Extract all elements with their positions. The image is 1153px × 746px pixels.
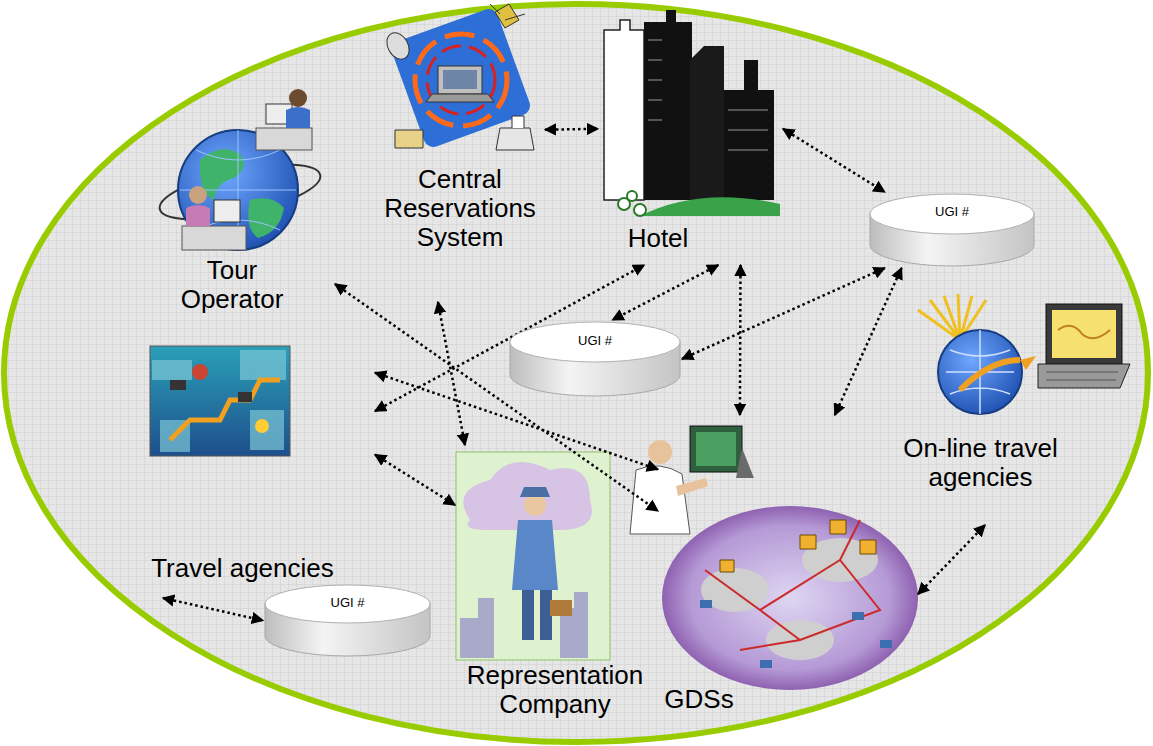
database-label: UGI # bbox=[868, 205, 1036, 220]
online-agency-icon bbox=[918, 294, 1130, 414]
hotel-icon bbox=[604, 10, 780, 216]
dotted-connector bbox=[835, 268, 902, 415]
online-agency-icon-part bbox=[938, 330, 1022, 414]
database-node: UGI # bbox=[868, 192, 1036, 268]
reservation-network-icon-part bbox=[395, 130, 423, 148]
online-agency-icon-part bbox=[1046, 372, 1118, 380]
actor-label: Tour Operator bbox=[162, 256, 302, 314]
database-label: UGI # bbox=[263, 596, 432, 611]
hotel-icon-part bbox=[690, 46, 724, 200]
gds-network-icon-part bbox=[676, 478, 708, 496]
dotted-connector bbox=[739, 265, 742, 415]
gds-network-icon-part bbox=[720, 520, 876, 572]
database-node: UGI # bbox=[508, 320, 682, 398]
tour-operator-icon-part bbox=[289, 89, 307, 107]
tour-operator-icon-part bbox=[182, 226, 246, 250]
actor-node: Tour Operator bbox=[150, 80, 335, 335]
actor-label: GDSs bbox=[654, 685, 744, 714]
reservation-network-icon-part bbox=[490, 4, 525, 28]
tour-operator-icon-part bbox=[286, 107, 310, 128]
hotel-icon-part bbox=[627, 191, 637, 201]
dotted-connector bbox=[918, 525, 985, 594]
dotted-connector bbox=[375, 455, 455, 505]
online-agency-icon-part bbox=[960, 360, 1020, 390]
travel-agency-picture-part bbox=[170, 380, 280, 440]
gds-network-icon-part bbox=[705, 520, 880, 650]
tour-operator-icon-part bbox=[186, 205, 210, 226]
representation-picture-part bbox=[522, 590, 552, 640]
travel-agency-picture-part bbox=[255, 419, 269, 433]
database-cylinder bbox=[508, 320, 682, 398]
gds-network-icon-part bbox=[690, 426, 742, 472]
travel-agency-picture-part bbox=[170, 380, 252, 402]
actor-label: Central Reservations System bbox=[375, 165, 545, 252]
representation-picture-part bbox=[524, 494, 546, 516]
database-label: UGI # bbox=[508, 334, 682, 349]
tour-operator-icon-part bbox=[248, 198, 284, 238]
actor-node: Central Reservations System bbox=[375, 5, 545, 302]
hotel-icon-part bbox=[634, 204, 646, 216]
online-agency-icon-part bbox=[1058, 326, 1110, 338]
travel-agency-picture-part bbox=[152, 350, 286, 452]
gds-network-icon-part bbox=[648, 440, 672, 464]
actor-label: On-line travel agencies bbox=[878, 434, 1083, 492]
reservation-network-icon-part bbox=[382, 29, 413, 63]
travel-agency-picture-part bbox=[192, 364, 208, 380]
gds-network-icon-part bbox=[696, 432, 736, 466]
database-node: UGI # bbox=[263, 583, 432, 658]
database-cylinder bbox=[263, 583, 432, 658]
reservation-network-icon-part bbox=[415, 34, 507, 126]
actor-node: Hotel bbox=[598, 8, 783, 265]
travel-agency-picture-part bbox=[150, 346, 290, 456]
gds-network-icon-part bbox=[662, 506, 918, 690]
actor-node: GDSs bbox=[658, 415, 918, 735]
gds-network-icon bbox=[630, 426, 918, 690]
reservation-network-icon-part bbox=[426, 94, 494, 102]
hotel-icon-part bbox=[640, 197, 780, 216]
reservation-network-icon-part bbox=[427, 46, 495, 114]
dotted-connector bbox=[335, 284, 658, 511]
representation-picture-part bbox=[456, 452, 610, 660]
tour-operator-icon bbox=[155, 89, 325, 250]
reservation-network-icon-part bbox=[496, 128, 534, 150]
representation-picture-part bbox=[550, 600, 572, 616]
dotted-connector bbox=[163, 598, 263, 621]
tour-operator-icon-part bbox=[256, 128, 312, 150]
actor-label: Hotel bbox=[598, 224, 718, 253]
reservation-network-icon-part bbox=[438, 66, 482, 94]
actor-node: Travel agencies bbox=[110, 342, 375, 598]
dotted-connector bbox=[783, 129, 885, 192]
dotted-connector bbox=[438, 302, 465, 445]
actor-label: Travel agencies bbox=[110, 554, 375, 583]
representation-picture-part bbox=[512, 520, 558, 590]
representation-picture bbox=[456, 452, 610, 660]
gds-network-icon-part bbox=[700, 600, 892, 668]
online-agency-icon-part bbox=[1020, 356, 1036, 370]
actor-node: On-line travel agencies bbox=[878, 300, 1133, 525]
tour-operator-icon-part bbox=[189, 186, 207, 204]
hotel-icon-part bbox=[648, 40, 768, 150]
gds-network-icon-part bbox=[630, 466, 690, 534]
hotel-icon-part bbox=[604, 20, 644, 200]
dotted-connector bbox=[612, 265, 718, 320]
dotted-connector bbox=[545, 128, 598, 131]
hotel-icon-part bbox=[644, 10, 692, 200]
database-cylinder bbox=[868, 192, 1036, 268]
tour-operator-icon-part bbox=[214, 200, 240, 222]
reservation-network-icon bbox=[382, 4, 534, 150]
dotted-connector bbox=[682, 268, 885, 359]
gds-network-icon-part bbox=[736, 448, 754, 478]
reservation-network-icon-part bbox=[512, 116, 524, 128]
actor-node: Representation Company bbox=[455, 445, 655, 745]
ground-ellipse bbox=[4, 4, 1148, 742]
online-agency-icon-part bbox=[1046, 304, 1122, 364]
travel-agency-picture bbox=[150, 346, 290, 456]
representation-picture-part bbox=[520, 487, 550, 497]
online-agency-icon-part bbox=[1038, 364, 1130, 388]
representation-picture-part bbox=[463, 462, 592, 530]
online-agency-icon-part bbox=[1052, 310, 1116, 358]
reservation-network-icon-part bbox=[443, 70, 477, 89]
actor-label: Representation Company bbox=[455, 661, 655, 719]
